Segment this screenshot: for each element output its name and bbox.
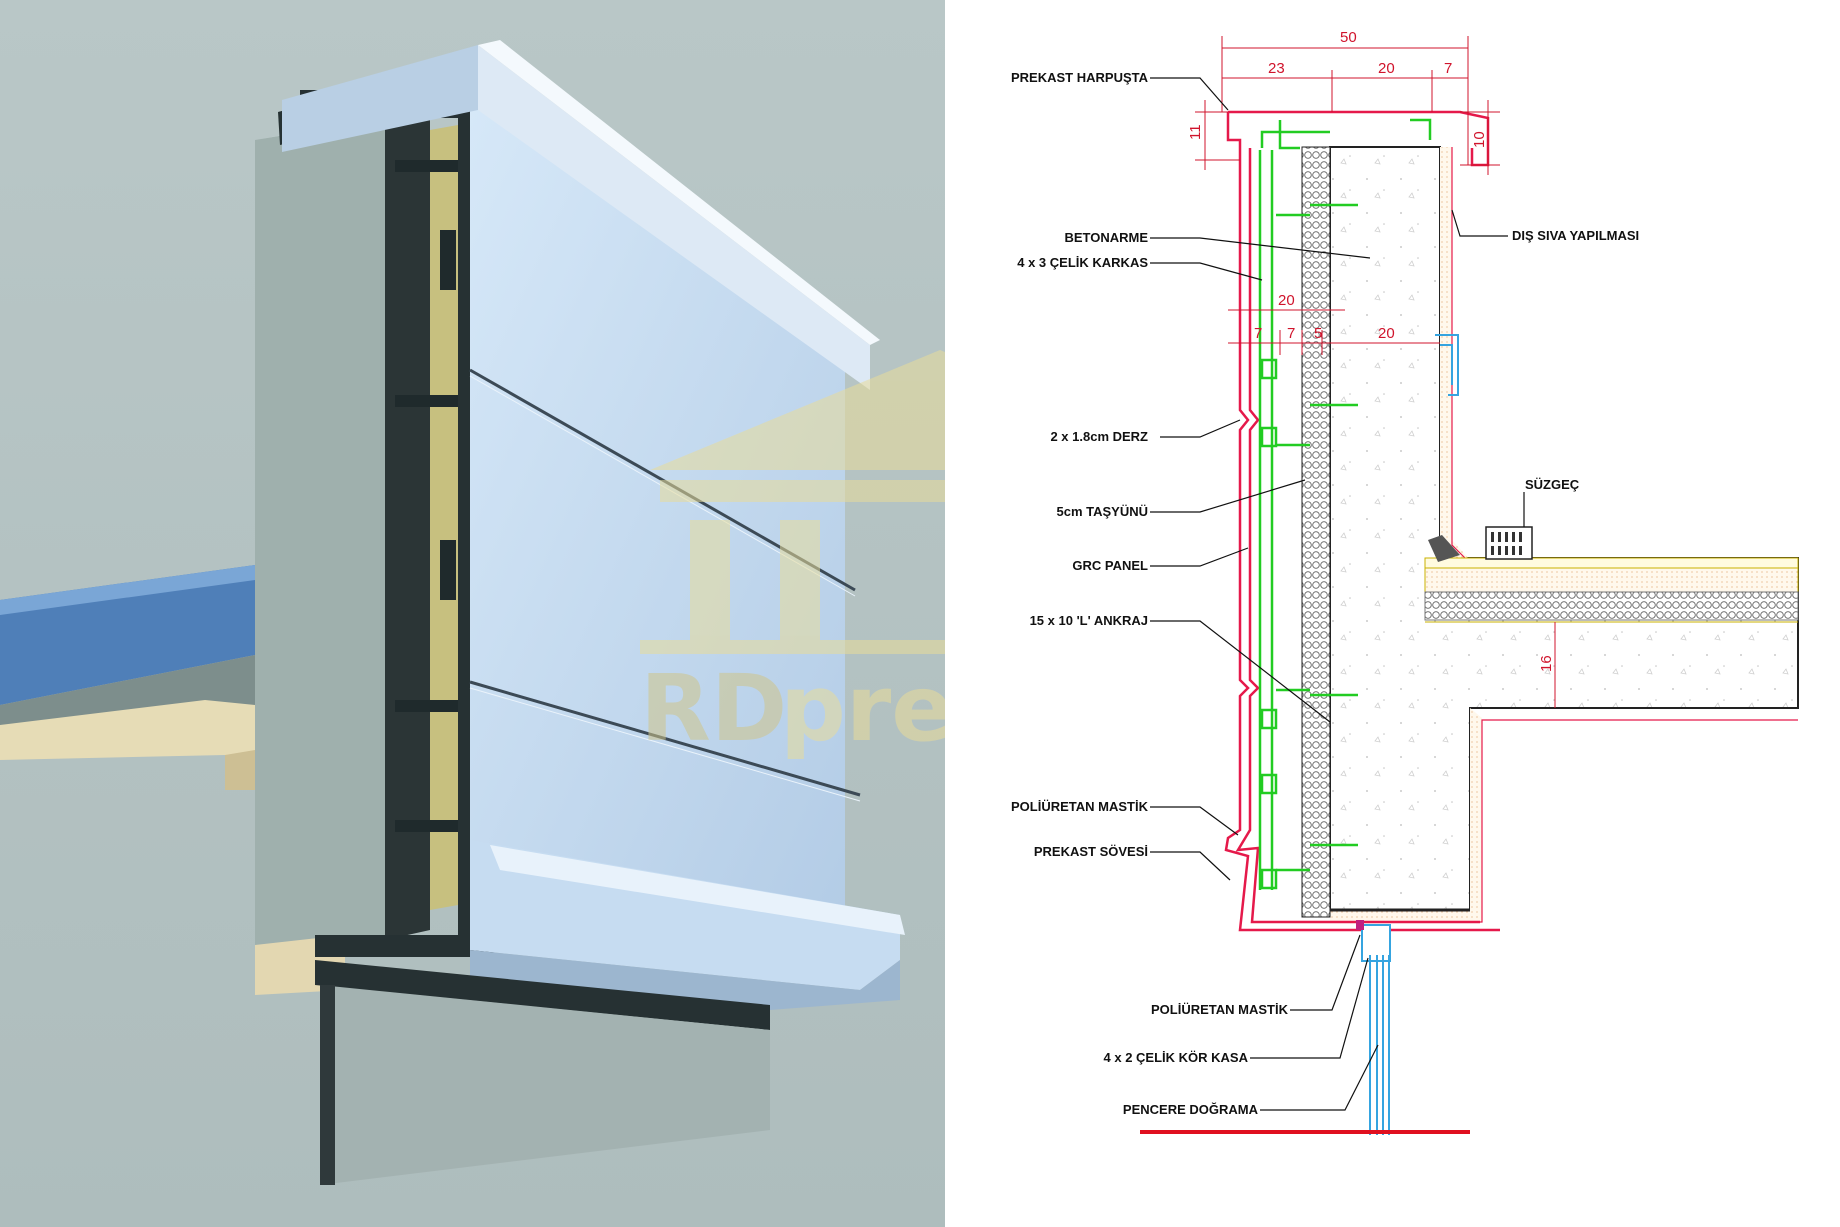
dim-segment-a: 23: [1268, 60, 1285, 77]
label-derz: 2 x 1.8cm DERZ: [1050, 429, 1148, 444]
label-dis-siva: DIŞ SIVA YAPILMASI: [1512, 228, 1639, 243]
dim-gap-2: 7: [1287, 325, 1295, 342]
label-grc-panel: GRC PANEL: [1072, 558, 1148, 573]
roof-layers: [1424, 557, 1799, 623]
dim-segment-c: 7: [1444, 60, 1452, 77]
label-betonarme: BETONARME: [1064, 230, 1148, 245]
label-ankraj: 15 x 10 'L' ANKRAJ: [1030, 613, 1148, 628]
label-prekast-sovesi: PREKAST SÖVESİ: [1034, 844, 1148, 859]
steel-frame: [1258, 118, 1432, 890]
callout-labels: PREKAST HARPUŞTA BETONARME 4 x 3 ÇELİK K…: [1011, 70, 1639, 1117]
dim-wall-depth: 20: [1378, 325, 1395, 342]
window-frame: [315, 960, 770, 1185]
grc-panel-outline: [1224, 110, 1500, 932]
dim-slab-thickness: 16: [1538, 655, 1555, 672]
leader-lines: [1150, 77, 1525, 1111]
dim-coping-left: 11: [1187, 124, 1204, 140]
side-anchor: [1435, 334, 1459, 396]
dim-segment-b: 20: [1378, 60, 1395, 77]
dimension-texts: 50 23 20 7 11 10 20 7 7 5 20 16: [1187, 29, 1555, 672]
dim-coping-right: 10: [1471, 131, 1488, 148]
label-poliuretan-mastik-1: POLİÜRETAN MASTİK: [1011, 799, 1149, 814]
dim-panel-depth: 20: [1278, 292, 1295, 309]
filter-drain: [1428, 526, 1533, 562]
grc-panel: [282, 40, 905, 1010]
watermark-brand-bold: RD: [640, 655, 787, 762]
label-kor-kasa: 4 x 2 ÇELİK KÖR KASA: [1104, 1050, 1249, 1065]
dim-gap-1: 7: [1254, 325, 1262, 342]
dim-total-width: 50: [1340, 29, 1357, 46]
dim-insulation-depth: 5: [1314, 325, 1322, 342]
label-poliuretan-mastik-2: POLİÜRETAN MASTİK: [1151, 1002, 1289, 1017]
dimension-lines: [1195, 36, 1556, 708]
insulation-layer: [395, 125, 460, 910]
floor-slab: [0, 565, 255, 790]
insulation-wool: [1301, 146, 1331, 918]
label-suzgec: SÜZGEÇ: [1525, 477, 1580, 492]
label-celik-karkas: 4 x 3 ÇELİK KARKAS: [1017, 255, 1148, 270]
render-view: RD precast: [0, 0, 1240, 1227]
label-pencere-dograma: PENCERE DOĞRAMA: [1123, 1102, 1259, 1117]
label-tasyunu: 5cm TAŞYÜNÜ: [1056, 504, 1148, 519]
window-profile: [1140, 920, 1470, 1135]
section-drawing: 50 23 20 7 11 10 20 7 7 5 20 16: [945, 0, 1840, 1227]
label-prekast-harpusta: PREKAST HARPUŞTA: [1011, 70, 1149, 85]
rc-wall: [1329, 146, 1799, 923]
